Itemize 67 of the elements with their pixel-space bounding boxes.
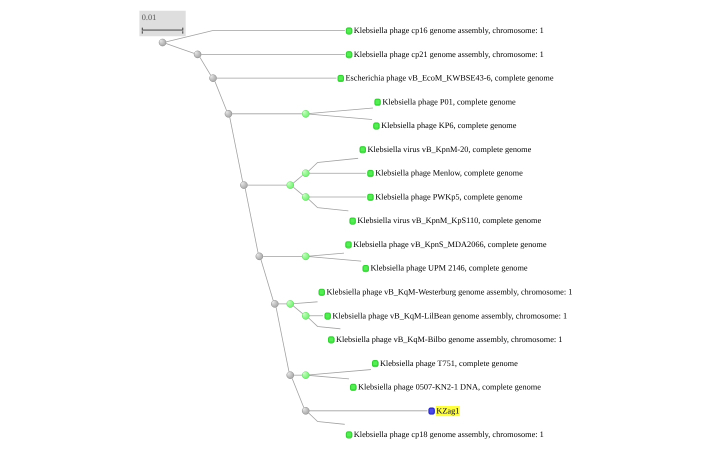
node-circle — [301, 252, 309, 260]
connector — [308, 410, 428, 412]
connector — [165, 30, 345, 42]
node-circle — [158, 38, 166, 46]
node-label: Klebsiella phage PWKp5, complete genome — [374, 192, 522, 202]
node-label: Klebsiella phage vB_KqM-Westerburg genome assembly, chromosome: 1 — [326, 288, 572, 296]
node-circle — [286, 300, 294, 308]
node-circle — [208, 74, 216, 82]
connector — [262, 256, 302, 257]
node-label: Klebsiella virus vB_KpnM_KpS110, complete genome — [356, 216, 541, 226]
connector — [292, 306, 303, 314]
connector — [308, 114, 372, 120]
connector — [308, 256, 362, 262]
node-label: Klebsiella phage cp21 genome assembly, chromosome: 1 — [353, 50, 544, 59]
connector — [200, 54, 345, 55]
node-label: Klebsiella phage vB_KpnS_MDA2066, complete genome — [352, 240, 546, 249]
connector — [292, 174, 303, 184]
connector — [308, 196, 366, 198]
connector — [308, 375, 349, 380]
connector — [293, 301, 318, 304]
node-circle — [240, 181, 248, 189]
connector — [275, 306, 289, 372]
node-label: Klebsiella phage vB_KqM-Bilbo genome assembly, chromosome: 1 — [335, 335, 562, 344]
node-circle — [286, 371, 294, 379]
connector — [308, 198, 348, 212]
connector — [244, 188, 258, 254]
node-circle — [301, 110, 309, 118]
connector — [216, 78, 336, 79]
connector — [199, 56, 211, 76]
node-label: Escherichia phage vB_EcoM_KWBSE43-6, complete genome — [344, 74, 554, 83]
connector — [165, 43, 194, 54]
node-label: Klebsiella phage Menlow, complete genome — [374, 168, 522, 178]
node-label: Klebsiella phage 0507-KN2-1 DNA, complete genome — [357, 382, 540, 392]
node-circle — [270, 300, 278, 308]
connector — [292, 186, 303, 196]
connector — [308, 318, 340, 330]
node-circle — [301, 407, 309, 415]
label: 0.01 — [141, 13, 156, 22]
node-circle — [301, 312, 309, 320]
connector — [308, 369, 371, 376]
connector — [246, 184, 287, 186]
connector — [231, 113, 302, 114]
connector — [260, 259, 274, 301]
node-circle — [301, 169, 309, 177]
connector — [308, 252, 344, 256]
node-circle — [193, 50, 201, 58]
connector — [308, 412, 345, 425]
node-label: Klebsiella phage vB_KqM-LilBean genome assembly, chromosome: 1 — [332, 311, 567, 320]
connector — [308, 108, 373, 114]
connector — [308, 172, 366, 174]
connector — [308, 315, 323, 316]
connector — [228, 116, 243, 182]
node-label: Klebsiella phage P01, complete genome — [382, 97, 516, 106]
node-circle — [301, 371, 309, 379]
node-label: Klebsiella phage UPM 2146, complete genome — [370, 264, 528, 273]
node-circle — [255, 252, 263, 260]
node-label: Klebsiella virus vB_KpnM-20, complete genome — [366, 144, 531, 154]
node-label: Klebsiella phage cp16 genome assembly, chromosome: 1 — [353, 26, 544, 36]
connector — [291, 378, 304, 408]
node-circle — [301, 193, 309, 201]
connector — [214, 81, 226, 111]
node-circle — [224, 110, 232, 118]
node-circle — [286, 181, 294, 189]
connector — [308, 158, 358, 172]
node-label: Klebsiella phage cp18 genome assembly, chromosome: 1 — [353, 430, 544, 440]
node-label: Klebsiella phage KP6, complete genome — [380, 121, 516, 130]
node-label: Klebsiella phage T751, complete genome — [379, 358, 518, 368]
